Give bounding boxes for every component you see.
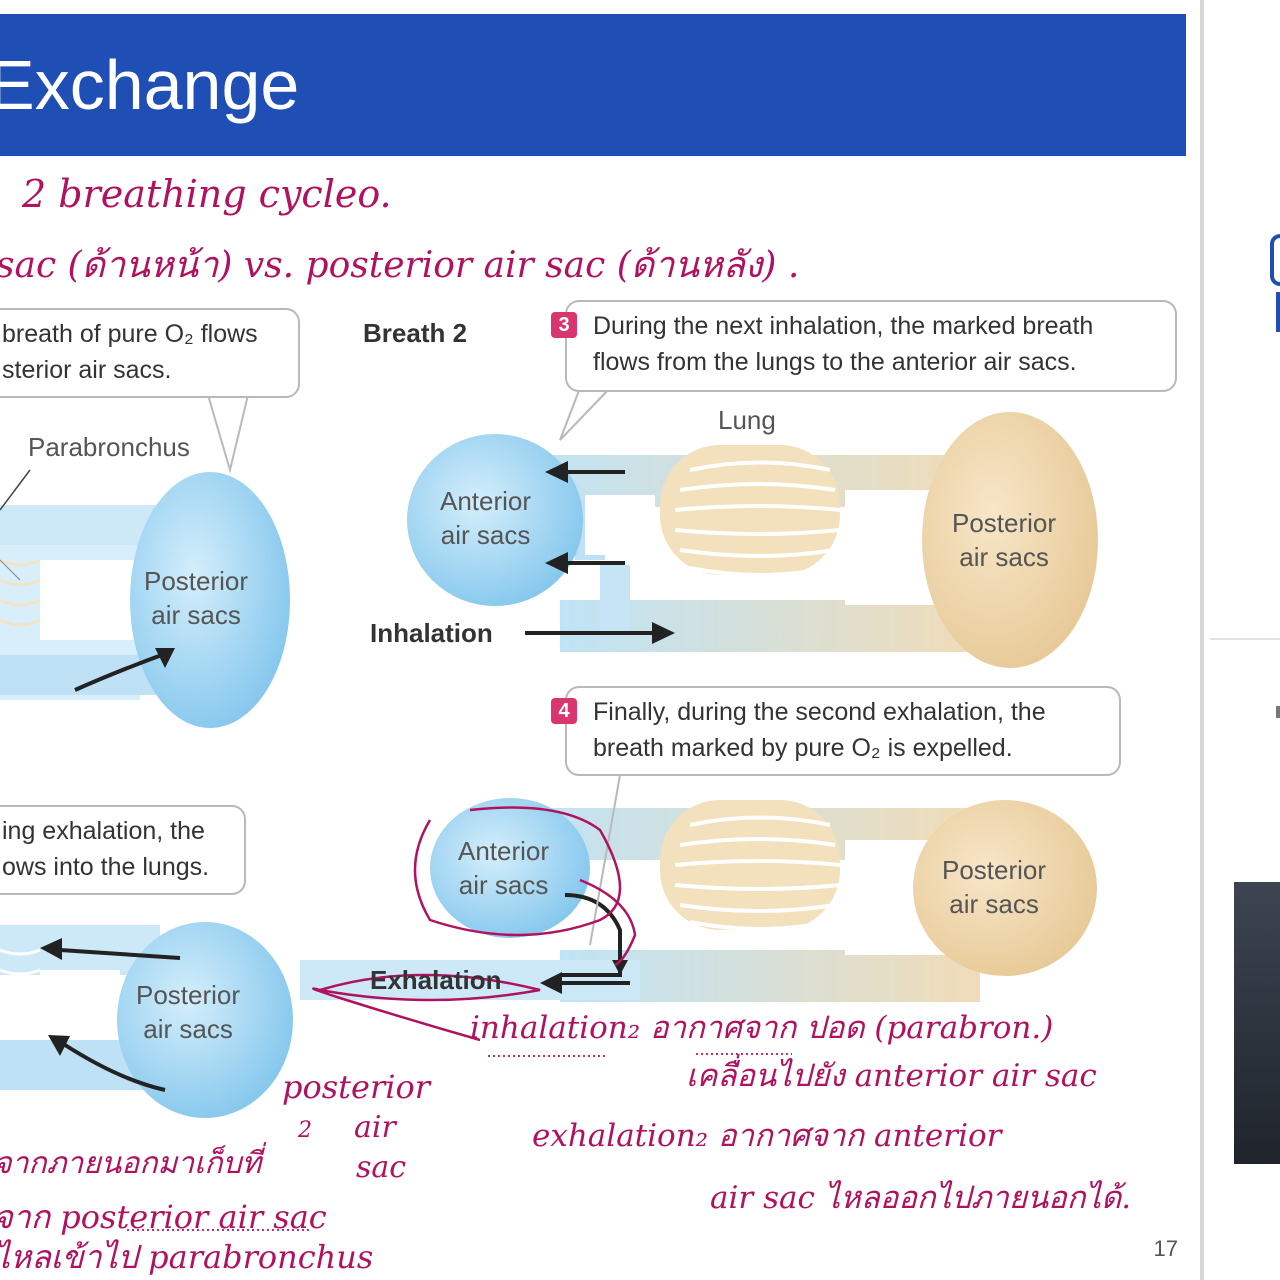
diagram-bottom-left [0, 922, 293, 1118]
air-sac-diagram [0, 387, 1098, 1231]
step-3-badge: 3 [551, 312, 577, 338]
anterior-label-bottom: Anterior air sacs [458, 834, 549, 902]
side-panel [1200, 0, 1280, 1280]
side-panel-tick [1276, 706, 1280, 718]
step-4-badge: 4 [551, 698, 577, 724]
note-exhalation-line-1: exhalation₂ อากาศจาก anterior [532, 1118, 1002, 1154]
lung-label: Lung [718, 405, 776, 435]
note-inhalation-line-2: เคลื่อนไปยัง anterior air sac [686, 1058, 1097, 1094]
note-inhalation-line-1: inhalation₂ อากาศจาก ปอด (parabron.) [470, 1010, 1054, 1046]
anterior-label-top: Anterior air sacs [440, 484, 531, 552]
exhalation-label: Exhalation [370, 965, 502, 995]
posterior-label-top-left-line-2: air sacs [151, 600, 241, 630]
title-bar: Exchange [0, 14, 1186, 156]
slide-title: Exchange [0, 46, 300, 124]
note-thai-line-1: จากภายนอกมาเก็บที่ [0, 1146, 262, 1181]
anterior-label-bottom-line-2: air sacs [458, 870, 549, 900]
posterior-label-top-left: Posterior air sacs [144, 564, 248, 632]
video-thumbnail[interactable] [1234, 882, 1280, 1164]
posterior-label-bottom-right-line-1: Posterior [942, 855, 1047, 885]
callout-step-3-line-1: During the next inhalation, the marked b… [593, 312, 1094, 340]
anterior-label-top-line-1: Anterior [440, 486, 532, 516]
callout-step-1-line-1: breath of pure O₂ flows [2, 320, 258, 348]
ink-annotations [312, 806, 637, 1042]
note-posterior: posterior [282, 1068, 431, 1106]
side-panel-bar [1276, 292, 1280, 332]
note-exhalation-line-2: air sac ไหลออกไปภายนอกได้. [710, 1180, 1132, 1216]
handwritten-line-1: 2 breathing cycleo. [22, 172, 392, 216]
callout-step-4-line-1: Finally, during the second exhalation, t… [593, 698, 1046, 726]
callout-step-2-line-2: ows into the lungs. [2, 853, 210, 881]
posterior-label-bottom-right: Posterior air sacs [942, 853, 1046, 921]
handwritten-line-2: sac (ด้านหน้า) vs. posterior air sac (ด้… [0, 245, 800, 286]
callout-step-2-line-1: ing exhalation, the [2, 817, 205, 845]
slide: Exchange 2 breathing cycleo. sac (ด้านหน… [0, 0, 1200, 1280]
posterior-label-bottom-left-line-2: air sacs [143, 1014, 233, 1044]
note-air: air [354, 1110, 396, 1145]
callout-step-3: 3 During the next inhalation, the marked… [551, 300, 1177, 392]
inhalation-label: Inhalation [370, 618, 493, 648]
posterior-label-bottom-left: Posterior air sacs [136, 978, 240, 1046]
anterior-label-top-line-2: air sacs [440, 520, 531, 550]
callout-step-3-line-2: flows from the lungs to the anterior air… [593, 348, 1077, 376]
breath-2-label: Breath 2 [363, 318, 468, 348]
posterior-label-top-right: Posterior air sacs [952, 506, 1056, 574]
posterior-label-top-right-line-1: Posterior [952, 508, 1057, 538]
callout-step-4: 4 Finally, during the second exhalation,… [551, 686, 1121, 776]
diagram-top-right [407, 412, 1098, 668]
posterior-label-top-right-line-2: air sacs [959, 542, 1049, 572]
side-panel-divider [1210, 638, 1280, 640]
side-panel-shape-top [1270, 234, 1280, 286]
parabronchus-label: Parabronchus [28, 432, 190, 462]
note-thai-line-2: จาก posterior air sac [0, 1198, 327, 1236]
posterior-label-bottom-right-line-2: air sacs [949, 889, 1039, 919]
callout-step-2: ing exhalation, the ows into the lungs. [0, 805, 246, 895]
callout-step-1: breath of pure O₂ flows sterior air sacs… [0, 308, 300, 398]
anterior-label-bottom-line-1: Anterior [458, 836, 550, 866]
page-number: 17 [1153, 1236, 1178, 1261]
callout-step-4-line-2: breath marked by pure O₂ is expelled. [593, 734, 1013, 762]
posterior-label-top-left-line-1: Posterior [144, 566, 249, 596]
posterior-label-bottom-left-line-1: Posterior [136, 980, 241, 1010]
diagram-top-left [0, 469, 290, 728]
diagram-bottom-right [300, 798, 1097, 1002]
note-sac: sac [356, 1150, 407, 1185]
note-subscript: 2 [298, 1118, 312, 1143]
callout-step-1-line-2: sterior air sacs. [2, 356, 172, 384]
note-thai-line-3: ไหลเข้าไป parabronchus [0, 1238, 374, 1276]
